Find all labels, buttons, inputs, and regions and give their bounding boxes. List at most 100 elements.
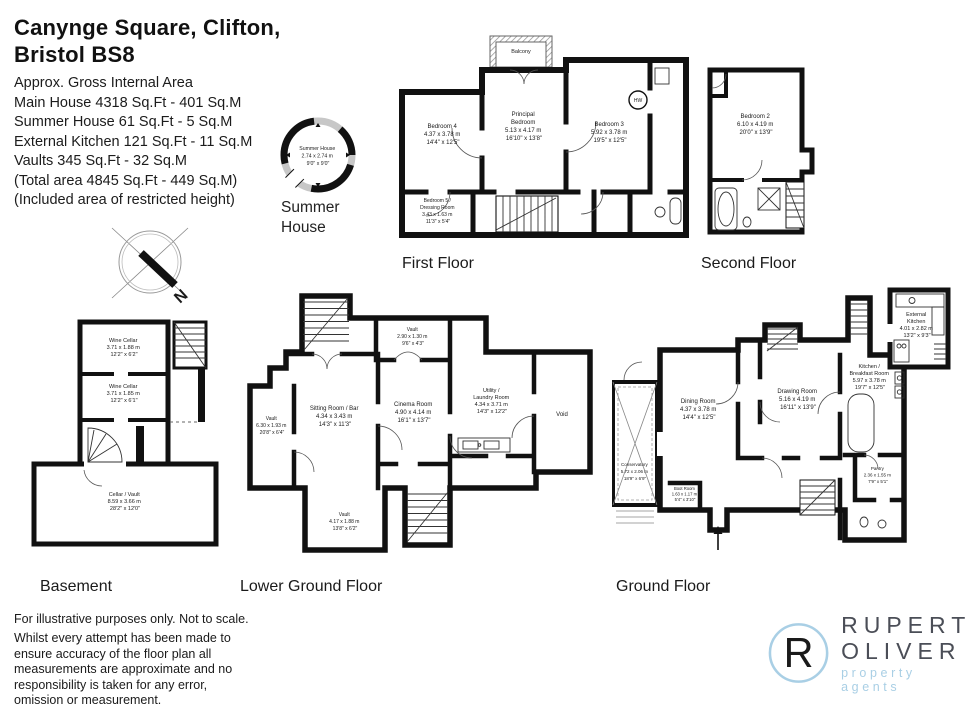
second-floor-label: Second Floor: [701, 255, 797, 272]
compass-outer-ring: [118, 230, 182, 294]
agent-logo: R RUPERT OLIVER property agents: [766, 612, 980, 694]
basement-plan: Wine Cellar 3.71 x 1.88 m 12'2" x 6'2" W…: [31, 319, 219, 547]
gf-back-stairs: [799, 479, 836, 516]
room-label-boot-room: Boot Room 1.63 x 1.17 m 5'4" x 3'10": [672, 486, 699, 502]
area-line: Approx. Gross Internal Area: [14, 75, 193, 91]
compass-needle: [138, 250, 178, 288]
summer-house-door: [285, 168, 305, 188]
logo-tagline: property agents: [841, 666, 916, 694]
area-line: (Total area 4845 Sq.Ft - 449 Sq.M): [14, 172, 238, 189]
room-label-void: Void: [556, 412, 568, 418]
room-label-pantry: Pantry 2.36 x 1.55 m 7'9" x 5'1": [864, 466, 893, 484]
entrance-arrow: [713, 526, 723, 550]
area-line: Vaults 345 Sq.Ft - 32 Sq.M: [14, 153, 188, 169]
disclaimer-body: Whilst every attempt has been made to en…: [14, 631, 233, 707]
bathroom-fixtures: [654, 67, 682, 225]
area-summary: Approx. Gross Internal Area Main House 4…: [14, 74, 252, 211]
area-line: Summer House 61 Sq.Ft - 5 Sq.M: [14, 114, 233, 130]
page-title-line2: Bristol BS8: [14, 42, 135, 67]
room-label-external-kitchen: External Kitchen 4.01 x 2.82 m 13'2" x 9…: [900, 312, 935, 339]
room-label-sitting-room-bar: Sitting Room / Bar 4.34 x 3.43 m 14'3" x…: [310, 406, 360, 428]
kitchen-island: [847, 393, 875, 453]
area-line: External Kitchen 121 Sq.Ft - 11 Sq.M: [14, 133, 253, 150]
ground-floor-plan: Conservatory 5.72 x 2.06 m 18'9" x 6'9" …: [612, 287, 951, 550]
lower-ground-floor-plan: Vault 2.90 x 1.30 m 9'6" x 4'3" Sitting …: [247, 293, 593, 553]
conservatory: [612, 361, 659, 524]
logo-name-line1: RUPERT: [841, 612, 972, 638]
room-label-principal-bedroom: Principal Bedroom 5.13 x 4.17 m 16'10" x…: [505, 112, 543, 142]
room-label-vault-top: Vault 2.90 x 1.30 m 9'6" x 4'3": [397, 327, 429, 347]
shower: [757, 187, 781, 211]
logo-monogram-icon: R: [768, 623, 829, 683]
room-label-summer-house: Summer House 2.74 x 2.74 m 9'0" x 9'0": [299, 146, 337, 167]
room-label-bedroom-5-dressing: Bedroom 5 / Dressing Room 3.43 x 1.63 m …: [420, 198, 456, 225]
balcony: Balcony: [489, 35, 553, 68]
logo-wordmark: RUPERT OLIVER property agents: [841, 612, 980, 694]
room-label-wine-cellar-2: Wine Cellar 3.71 x 1.85 m 12'2" x 6'1": [107, 384, 142, 404]
first-floor-label: First Floor: [402, 255, 474, 272]
lgf-top-stairs: [303, 297, 349, 351]
wc-fixtures: [859, 516, 887, 529]
second-floor-plan: Bedroom 2 6.10 x 4.19 m 20'0" x 13'9": [707, 67, 815, 235]
opening: [414, 485, 438, 491]
utility-counter: [457, 437, 511, 453]
logo-name-line2: OLIVER: [841, 638, 962, 664]
room-label-kitchen-breakfast: Kitchen / Breakfast Room 5.97 x 3.78 m 1…: [850, 364, 891, 391]
external-kitchen-block: [887, 287, 951, 370]
svg-text:HW: HW: [634, 98, 643, 104]
toilet: [742, 216, 752, 228]
area-line: Main House 4318 Sq.Ft - 401 Sq.M: [14, 94, 242, 111]
page-title: Canynge Square, Clifton, Bristol BS8: [14, 14, 280, 68]
bathtub: [714, 187, 738, 231]
room-label-wine-cellar-1: Wine Cellar 3.71 x 1.88 m 12'2" x 6'2": [107, 338, 142, 358]
first-floor-plan: Balcony HW Bedroom 4 4.37 x 3.78 m 14'4"…: [399, 35, 689, 238]
basement-passage: [84, 458, 126, 470]
basement-entry-stairs: [172, 320, 208, 370]
door-arcs: [293, 351, 535, 473]
basement-inner-walls: [78, 372, 170, 422]
basement-label: Basement: [40, 578, 113, 595]
summer-house-plan: Summer House 2.74 x 2.74 m 9'0" x 9'0": [280, 117, 356, 193]
gf-connector-steps: [850, 303, 868, 335]
balcony-label: Balcony: [511, 49, 531, 55]
room-label-bedroom-3: Bedroom 3 5.92 x 3.78 m 19'5" x 12'5": [591, 122, 629, 144]
wall-stub: [198, 368, 205, 422]
wall-stub: [136, 426, 144, 462]
spiral-stairs: [87, 427, 123, 463]
hw-tank: HW: [628, 90, 648, 110]
door-arcs: [711, 73, 763, 181]
second-floor-stairs: [785, 181, 805, 229]
area-line: (Included area of restricted height): [14, 192, 235, 208]
room-label-bedroom-2: Bedroom 2 6.10 x 4.19 m 20'0" x 13'9": [737, 114, 775, 136]
room-label-bedroom-4: Bedroom 4 4.37 x 3.78 m 14'4" x 12'5": [424, 124, 462, 146]
room-label-conservatory: Conservatory 5.72 x 2.06 m 18'9" x 6'9": [621, 462, 650, 481]
north-label: N: [171, 287, 191, 307]
ground-floor-label: Ground Floor: [616, 578, 711, 595]
gf-entry-stairs: [766, 326, 799, 352]
gf-outer-walls: [657, 295, 907, 543]
summer-house-caption: Summer House: [281, 199, 340, 236]
logo-monogram-letter: R: [784, 630, 814, 676]
gf-inner-walls: [667, 337, 905, 541]
room-label-drawing-room: Drawing Room 5.16 x 4.19 m 16'11" x 13'9…: [777, 389, 818, 411]
room-label-cinema-room: Cinema Room 4.90 x 4.14 m 16'1" x 13'7": [394, 402, 434, 424]
kitchen-appliances: [894, 371, 905, 399]
basement-top-block: [77, 319, 171, 467]
lgf-bottom-stairs: [406, 491, 449, 543]
lower-ground-floor-label: Lower Ground Floor: [240, 578, 383, 595]
opening: [657, 432, 664, 456]
compass-inner-ring: [121, 233, 179, 291]
lgf-inner-walls: [283, 317, 537, 491]
opening: [331, 485, 359, 491]
room-label-vault-left: Vault 6.30 x 1.93 m 20'8" x 6'4": [256, 416, 288, 436]
page-title-line1: Canynge Square, Clifton,: [14, 15, 281, 40]
first-floor-stairs: [495, 195, 559, 233]
door-arcs: [715, 381, 879, 479]
disclaimer-line1: For illustrative purposes only. Not to s…: [14, 612, 249, 626]
room-label-utility-laundry: Utility / Laundry Room 4.34 x 3.71 m 14'…: [473, 388, 511, 415]
first-floor-inner-walls: [401, 59, 687, 236]
room-label-cellar-vault: Cellar / Vault 8.59 x 3.66 m 28'2" x 12'…: [108, 492, 143, 512]
door-arcs: [425, 69, 604, 217]
second-floor-inner-walls: [708, 72, 804, 182]
door-arcs: [83, 469, 103, 487]
